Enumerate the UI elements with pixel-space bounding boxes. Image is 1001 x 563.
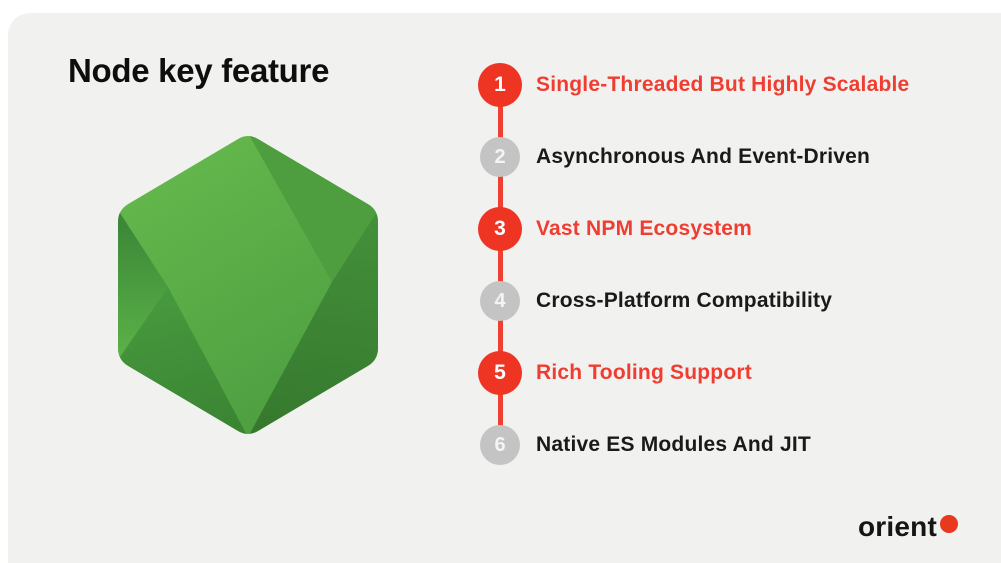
timeline: 1 Single-Threaded But Highly Scalable 2 …	[478, 49, 909, 481]
timeline-item-label: Cross-Platform Compatibility	[536, 289, 833, 312]
timeline-item-label: Single-Threaded But Highly Scalable	[536, 73, 910, 96]
timeline-item: 4 Cross-Platform Compatibility	[478, 265, 909, 337]
step-number: 5	[494, 361, 506, 384]
brand-name: orient	[858, 511, 937, 542]
step-number: 2	[494, 145, 506, 168]
timeline-item: 3 Vast NPM Ecosystem	[478, 193, 909, 265]
nodejs-hexagon-icon	[118, 136, 378, 434]
timeline-item-label: Rich Tooling Support	[536, 361, 752, 384]
step-number: 6	[494, 433, 506, 456]
timeline-item: 1 Single-Threaded But Highly Scalable	[478, 49, 909, 121]
hexagon-right-face	[248, 210, 378, 434]
step-number-badge: 4	[480, 281, 520, 321]
step-number-badge: 6	[480, 425, 520, 465]
timeline-item-label: Asynchronous And Event-Driven	[536, 145, 871, 168]
step-number-badge: 2	[480, 137, 520, 177]
timeline-item-label: Native ES Modules And JIT	[536, 433, 811, 456]
timeline-item-label: Vast NPM Ecosystem	[536, 217, 753, 240]
page-title: Node key feature	[68, 52, 330, 89]
timeline-item: 6 Native ES Modules And JIT	[478, 409, 909, 481]
timeline-item: 5 Rich Tooling Support	[478, 337, 909, 409]
step-number: 1	[494, 73, 506, 96]
timeline-item: 2 Asynchronous And Event-Driven	[478, 121, 909, 193]
step-number: 3	[494, 217, 506, 240]
brand-logo: orient	[858, 511, 958, 543]
step-number: 4	[494, 289, 506, 312]
step-number-badge: 3	[478, 207, 522, 251]
hexagon-top-right-face	[248, 136, 378, 282]
step-number-badge: 5	[478, 351, 522, 395]
timeline-connector-line	[498, 85, 503, 444]
step-number-badge: 1	[478, 63, 522, 107]
brand-dot-icon	[939, 515, 958, 533]
hexagon-bottom-left-face	[118, 287, 248, 434]
hexagon-left-face	[118, 210, 168, 360]
